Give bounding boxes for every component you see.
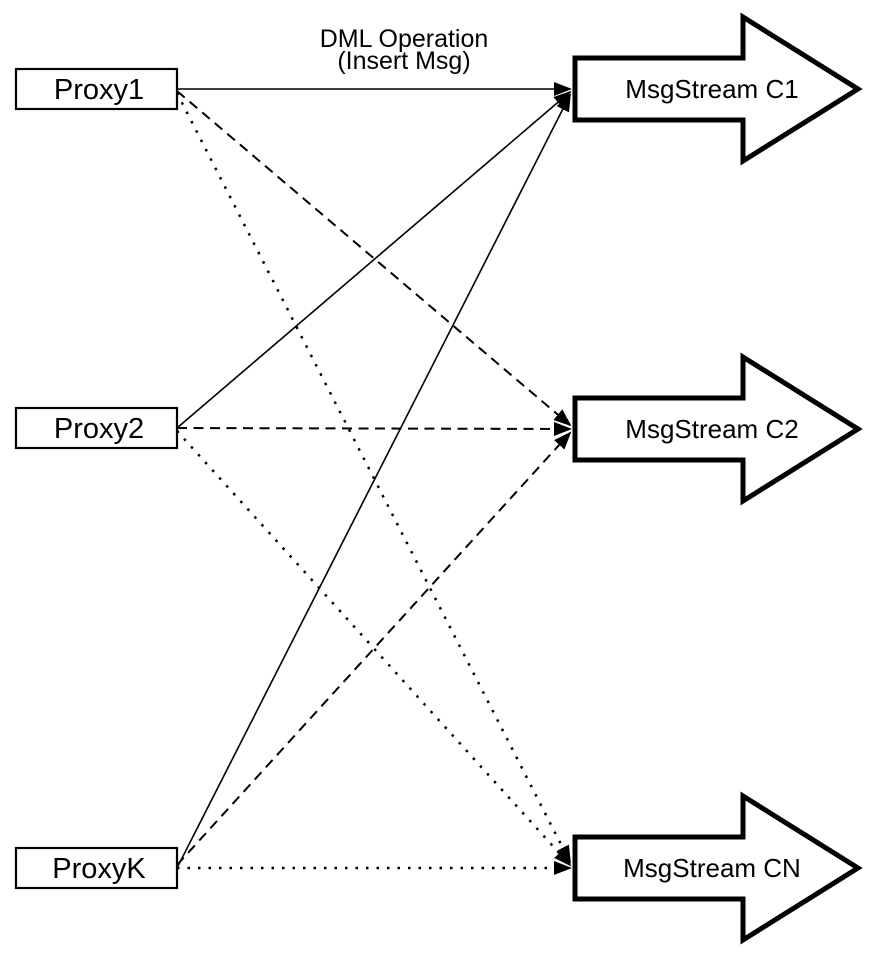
msgstream-cn-arrow-shape: [572, 791, 863, 945]
connection-proxy2-c2-dashed-line: [176, 421, 572, 436]
connection-proxy2-c1-solid-line: [176, 90, 572, 429]
diagram-title-line2: (Insert Msg): [337, 47, 470, 75]
connection-proxyk-c2-dashed-line: [176, 431, 572, 866]
proxy1-box: [14, 67, 179, 111]
connection-proxy1-cn-dotted-line: [175, 92, 572, 864]
msgstream-c1-arrow-shape: [572, 12, 863, 166]
connection-lines: [175, 82, 572, 875]
proxy1-label: Proxy1: [54, 74, 144, 106]
labels: DML Operation (Insert Msg) Proxy1 Proxy2…: [52, 25, 801, 885]
connection-proxy1-c2-dashed-line: [176, 90, 572, 427]
msgstream-cn-label: MsgStream CN: [623, 853, 801, 883]
proxy-boxes: [14, 67, 179, 890]
diagram-title-line1: DML Operation: [320, 25, 489, 53]
msgstream-c1-label: MsgStream C1: [625, 74, 798, 104]
proxyk-label: ProxyK: [52, 853, 146, 885]
msgstream-arrows: [572, 12, 863, 945]
proxy2-label: Proxy2: [54, 413, 144, 445]
connection-proxyk-c1-solid-line: [176, 93, 571, 869]
msgstream-c2-label: MsgStream C2: [625, 414, 798, 444]
msgstream-c2-arrow-shape: [572, 352, 863, 506]
